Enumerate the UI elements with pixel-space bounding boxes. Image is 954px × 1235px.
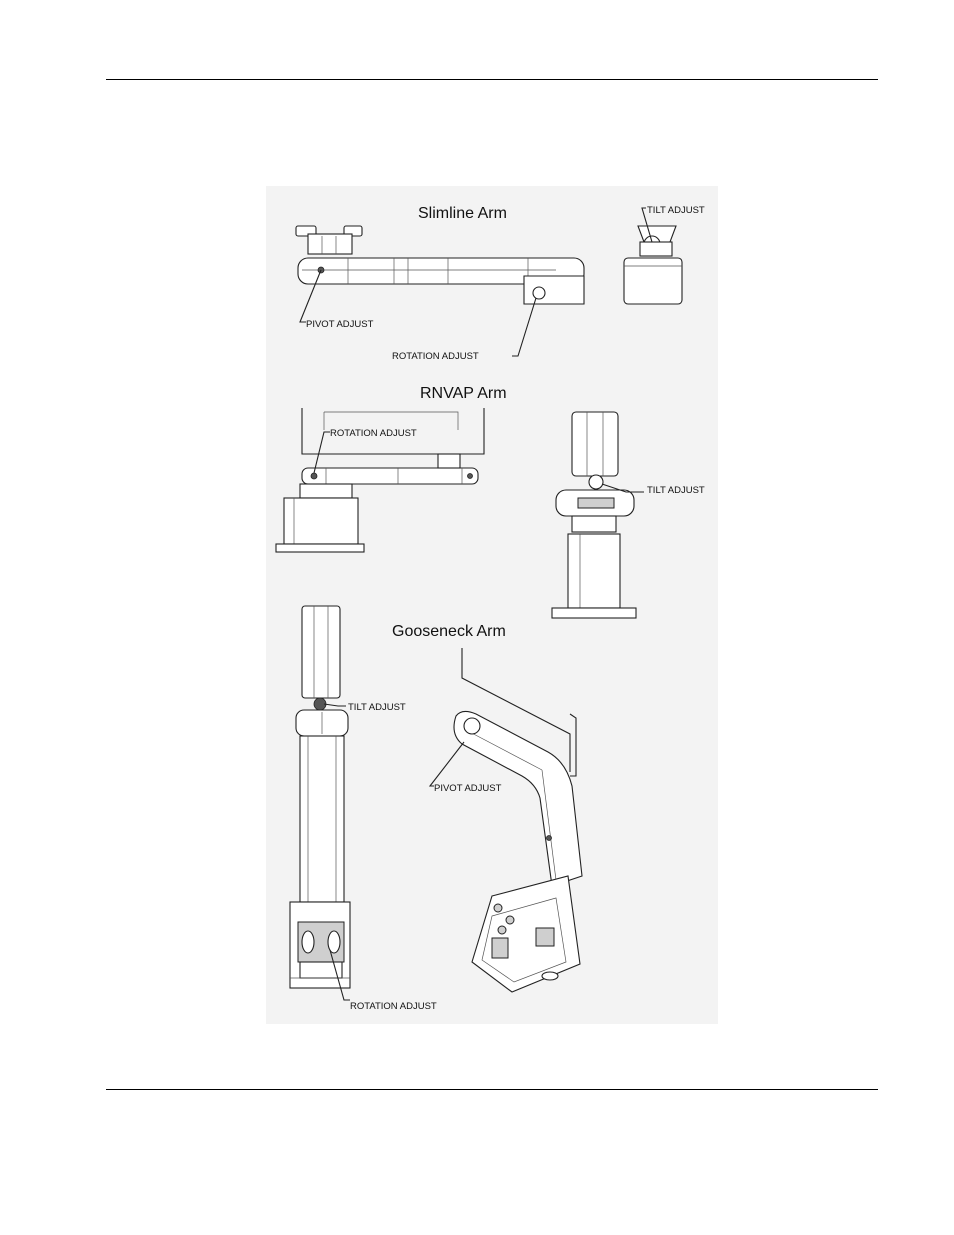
gooseneck-arm-title: Gooseneck Arm: [392, 623, 506, 640]
rnvap-tilt-adjust-label: TILT ADJUST: [647, 485, 705, 496]
gooseneck-arm-perspective-view: [454, 648, 582, 992]
slimline-arm-title: Slimline Arm: [418, 205, 507, 222]
slimline-pivot-adjust-label: PIVOT ADJUST: [306, 319, 374, 330]
gooseneck-tilt-adjust-label: TILT ADJUST: [348, 702, 406, 713]
slimline-arm-side-view: [296, 226, 584, 304]
footer-rule: [106, 1089, 878, 1090]
rnvap-rotation-adjust-label: ROTATION ADJUST: [330, 428, 417, 439]
slimline-rotation-adjust-label: ROTATION ADJUST: [392, 351, 479, 362]
header-rule: [106, 79, 878, 80]
arm-adjustment-figure: Slimline Arm: [266, 186, 718, 1024]
gooseneck-arm-front-view: [290, 606, 350, 988]
rnvap-arm-end-view: [552, 412, 636, 618]
rnvap-arm-title: RNVAP Arm: [420, 385, 507, 402]
slimline-arm-end-view: [624, 226, 682, 304]
gooseneck-arm-section: Gooseneck Arm: [290, 606, 582, 1012]
slimline-arm-section: Slimline Arm: [296, 205, 705, 362]
rnvap-arm-section: RNVAP Arm: [276, 385, 705, 618]
slimline-tilt-adjust-label: TILT ADJUST: [647, 205, 705, 216]
gooseneck-rotation-adjust-label: ROTATION ADJUST: [350, 1001, 437, 1012]
arm-drawings: Slimline Arm: [266, 186, 718, 1024]
gooseneck-pivot-adjust-label: PIVOT ADJUST: [434, 783, 502, 794]
